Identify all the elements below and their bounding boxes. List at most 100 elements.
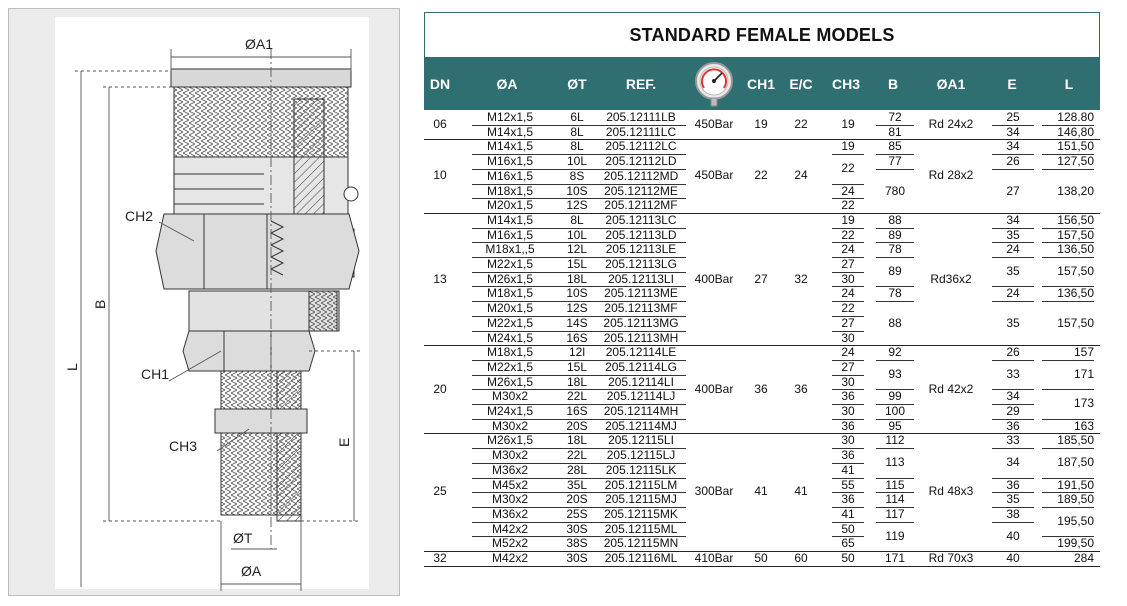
ch3-nut-shape: [214, 408, 308, 434]
ref-cell: 205.12111LB: [606, 110, 676, 124]
row-rule: [992, 286, 1034, 288]
ref-cell: 205.12116ML: [604, 551, 678, 565]
row-rule: [472, 198, 686, 200]
row-rule: [472, 536, 686, 538]
ch1-cell: 41: [754, 484, 768, 499]
ch3-cell: 27: [841, 359, 855, 374]
section-hatch-upper: [293, 98, 325, 230]
e-cell: 36: [1006, 477, 1020, 492]
row-rule: [876, 168, 914, 170]
row-rule: [832, 389, 864, 391]
a1-cell: Rd 42x2: [928, 382, 974, 397]
l-cell: 157,50: [1057, 316, 1094, 331]
a-cell: M42x2: [491, 551, 529, 565]
row-rule: [992, 418, 1034, 420]
row-rule: [832, 418, 864, 420]
t-cell: 12L: [566, 242, 588, 257]
b-cell: 95: [888, 418, 902, 433]
row-rule: [1042, 492, 1094, 494]
row-rule: [472, 477, 686, 479]
pressure-cell: 300Bar: [694, 484, 734, 499]
ref-cell: 205.12113MG: [603, 315, 679, 330]
b-cell: 89: [888, 227, 902, 242]
row-rule: [424, 139, 1100, 141]
a-cell: M18x1,,5: [485, 242, 535, 257]
t-cell: 15L: [566, 359, 588, 374]
row-rule: [424, 345, 1100, 347]
e-cell: 25: [1006, 110, 1020, 124]
a-cell: M24x1,5: [486, 404, 534, 418]
row-rule: [472, 448, 686, 450]
b-cell: 112: [885, 433, 905, 448]
ref-cell: 205.12115LI: [608, 433, 674, 448]
row-rule: [472, 154, 686, 156]
e-cell: 29: [1006, 404, 1020, 418]
ref-cell: 205.12115MK: [604, 506, 678, 521]
l-cell: 146,80: [1057, 124, 1094, 139]
l-cell: 136,50: [1057, 286, 1094, 301]
dn-cell: 32: [433, 551, 447, 565]
row-rule: [992, 257, 1034, 258]
row-rule: [992, 521, 1034, 523]
l-cell: 195,50: [1057, 513, 1094, 528]
ref-cell: 205.12112ME: [604, 183, 678, 198]
row-rule: [832, 227, 864, 229]
ref-cell: 205.12112LC: [605, 139, 677, 154]
row-rule: [832, 506, 864, 508]
l-cell: 157,50: [1057, 264, 1094, 278]
row-rule: [1042, 124, 1094, 126]
dimension-lines: [75, 49, 361, 591]
row-rule: [1042, 257, 1094, 258]
a-cell: M52x2: [491, 536, 529, 551]
row-rule: [832, 477, 864, 479]
b-cell: 99: [888, 389, 902, 404]
row-rule: [472, 389, 686, 391]
t-cell: 30S: [566, 551, 588, 565]
pressure-cell: 450Bar: [694, 168, 734, 183]
ch3-cell: 24: [841, 183, 855, 198]
header-a1: ØA1: [936, 76, 966, 92]
row-rule: [832, 257, 864, 258]
l-cell: 157: [1073, 345, 1094, 360]
row-rule: [472, 271, 686, 273]
ch3-cell: 55: [841, 477, 855, 492]
ref-cell: 205.12115ML: [604, 521, 678, 536]
row-rule: [832, 315, 864, 317]
row-rule: [832, 492, 864, 494]
e-cell: 36: [1006, 418, 1020, 433]
header-dn: DN: [429, 76, 451, 92]
l-cell: 187,50: [1057, 455, 1094, 470]
e-cell: 24: [1006, 242, 1020, 257]
ref-cell: 205.12115LJ: [606, 448, 676, 463]
row-rule: [472, 330, 686, 332]
ref-cell: 205.12114LI: [608, 374, 674, 389]
a-cell: M18x1,5: [486, 345, 534, 360]
b-cell: 119: [885, 528, 905, 543]
t-cell: 8L: [570, 124, 584, 139]
ch3-cell: 27: [841, 315, 855, 330]
b-cell: 92: [888, 345, 902, 360]
ch3-cell: 30: [841, 271, 855, 286]
a-cell: M16x1,5: [486, 154, 534, 169]
pressure-cell: 410Bar: [694, 551, 734, 565]
a-cell: M45x2: [491, 477, 529, 492]
ref-cell: 205.12115MJ: [605, 492, 677, 507]
ball-shape: [343, 186, 359, 202]
e-cell: 33: [1006, 433, 1020, 448]
row-rule: [832, 330, 864, 332]
row-rule: [992, 404, 1034, 405]
pressure-cell: 450Bar: [694, 117, 734, 131]
a-cell: M16x1,5: [486, 227, 534, 242]
spring-shape: [269, 220, 285, 276]
row-rule: [992, 301, 1034, 303]
ref-cell: 205.12113LI: [608, 271, 674, 286]
row-rule: [472, 492, 686, 494]
pressure-cell: 400Bar: [694, 271, 734, 286]
a-cell: M22x1,5: [486, 257, 534, 271]
e-cell: 27: [1006, 183, 1020, 198]
row-rule: [876, 418, 914, 420]
ch3-cell: 30: [841, 374, 855, 389]
ch3-cell: 30: [841, 433, 855, 448]
ref-cell: 205.12113ME: [604, 286, 678, 301]
header-a: ØA: [496, 76, 518, 92]
